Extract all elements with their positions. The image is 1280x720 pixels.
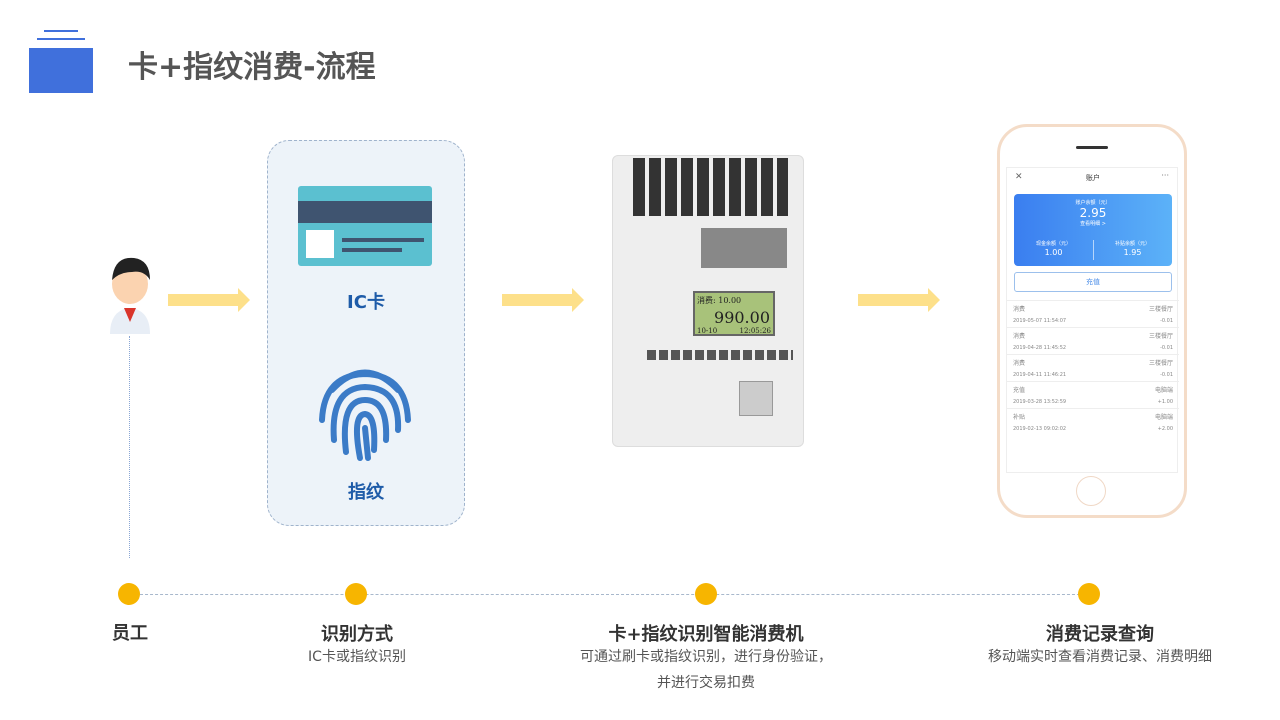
record-time: 2019-02-13 09:02:02 xyxy=(1013,426,1067,432)
record-place: 电脑端 xyxy=(1154,387,1173,394)
record-type: 消费 xyxy=(1013,306,1026,313)
flow-arrow xyxy=(502,288,584,312)
step-title: 消费记录查询 xyxy=(1046,624,1154,645)
record-row[interactable]: 消费 三楼餐厅 2019-05-07 11:54:07 -0.01 xyxy=(1007,300,1179,327)
timeline-line xyxy=(130,594,1090,595)
record-row[interactable]: 消费 三楼餐厅 2019-04-11 11:46:21 -0.01 xyxy=(1007,354,1179,381)
consumption-terminal: 消费: 10.00 990.00 10-10 12:05:26 xyxy=(612,155,804,447)
timeline-dot xyxy=(345,583,367,605)
display-amount: 990.00 xyxy=(714,308,770,327)
timeline-dot xyxy=(1078,583,1100,605)
record-type: 充值 xyxy=(1013,387,1026,394)
balance-label: 账户余额（元） xyxy=(1075,200,1111,206)
page-title: 卡+指纹消费-流程 xyxy=(128,50,376,85)
record-amount: +2.00 xyxy=(1157,426,1173,432)
record-place: 电脑端 xyxy=(1154,414,1173,421)
record-amount: -0.01 xyxy=(1160,372,1173,378)
step-desc: 可通过刷卡或指纹识别，进行身份验证， xyxy=(580,649,832,665)
step-desc: 并进行交易扣费 xyxy=(657,675,755,691)
detail-link[interactable]: 查看明细 > xyxy=(1080,221,1106,227)
record-place: 三楼餐厅 xyxy=(1148,333,1173,340)
phone-speaker xyxy=(1076,146,1108,149)
flow-arrow xyxy=(858,288,940,312)
record-type: 消费 xyxy=(1013,333,1026,340)
record-place: 三楼餐厅 xyxy=(1148,360,1173,367)
timeline-vertical-line xyxy=(129,336,130,558)
fingerprint-icon xyxy=(312,360,418,470)
timeline-dot xyxy=(695,583,717,605)
record-time: 2019-05-07 11:54:07 xyxy=(1013,318,1067,324)
step-title: 员工 xyxy=(112,623,148,644)
record-place: 三楼餐厅 xyxy=(1148,306,1173,313)
logo-mark xyxy=(29,48,93,93)
flow-arrow xyxy=(168,288,250,312)
record-time: 2019-04-28 11:45:52 xyxy=(1013,345,1067,351)
more-icon[interactable]: ··· xyxy=(1161,171,1169,180)
balance-value: 2.95 xyxy=(1079,206,1107,220)
timeline-dot xyxy=(118,583,140,605)
logo-line xyxy=(44,30,78,32)
step-title: 卡+指纹识别智能消费机 xyxy=(608,624,804,645)
record-amount: -0.01 xyxy=(1160,345,1173,351)
phone-home-button[interactable] xyxy=(1076,476,1106,506)
step-desc: IC卡或指纹识别 xyxy=(308,649,406,665)
nav-title: 账户 xyxy=(1086,174,1100,182)
balance-card: 账户余额（元） 2.95 查看明细 > 现金余额（元） 1.00 补贴余额（元）… xyxy=(1014,194,1172,266)
subsidy-value: 1.95 xyxy=(1123,248,1142,257)
step-desc: 移动端实时查看消费记录、消费明细 xyxy=(988,649,1212,665)
display-date: 10-10 xyxy=(697,327,718,335)
close-icon[interactable]: ✕ xyxy=(1015,172,1023,182)
step-title: 识别方式 xyxy=(321,624,393,645)
subsidy-label: 补贴余额（元） xyxy=(1114,241,1150,247)
record-amount: -0.01 xyxy=(1160,318,1173,324)
record-amount: +1.00 xyxy=(1157,399,1173,405)
ic-card-label: IC卡 xyxy=(347,292,385,313)
record-type: 消费 xyxy=(1013,360,1026,367)
logo-line xyxy=(37,38,85,40)
employee-avatar-icon xyxy=(104,250,156,334)
record-row[interactable]: 充值 电脑端 2019-03-28 13:52:59 +1.00 xyxy=(1007,381,1179,408)
record-row[interactable]: 消费 三楼餐厅 2019-04-28 11:45:52 -0.01 xyxy=(1007,327,1179,354)
record-row[interactable]: 补贴 电脑端 2019-02-13 09:02:02 +2.00 xyxy=(1007,408,1179,435)
cash-value: 1.00 xyxy=(1044,248,1063,257)
record-type: 补贴 xyxy=(1013,414,1026,421)
display-time: 12:05:26 xyxy=(739,327,771,335)
fingerprint-label: 指纹 xyxy=(348,482,384,503)
ic-card-icon xyxy=(298,186,432,266)
cash-label: 现金余额（元） xyxy=(1035,241,1071,247)
record-time: 2019-04-11 11:46:21 xyxy=(1013,372,1067,378)
recharge-button[interactable]: 充值 xyxy=(1014,272,1172,292)
display-line1: 消费: 10.00 xyxy=(697,296,742,305)
record-time: 2019-03-28 13:52:59 xyxy=(1013,399,1067,405)
phone-screen: ✕ 账户 ··· 账户余额（元） 2.95 查看明细 > 现金余额（元） 1.0… xyxy=(1006,167,1179,473)
